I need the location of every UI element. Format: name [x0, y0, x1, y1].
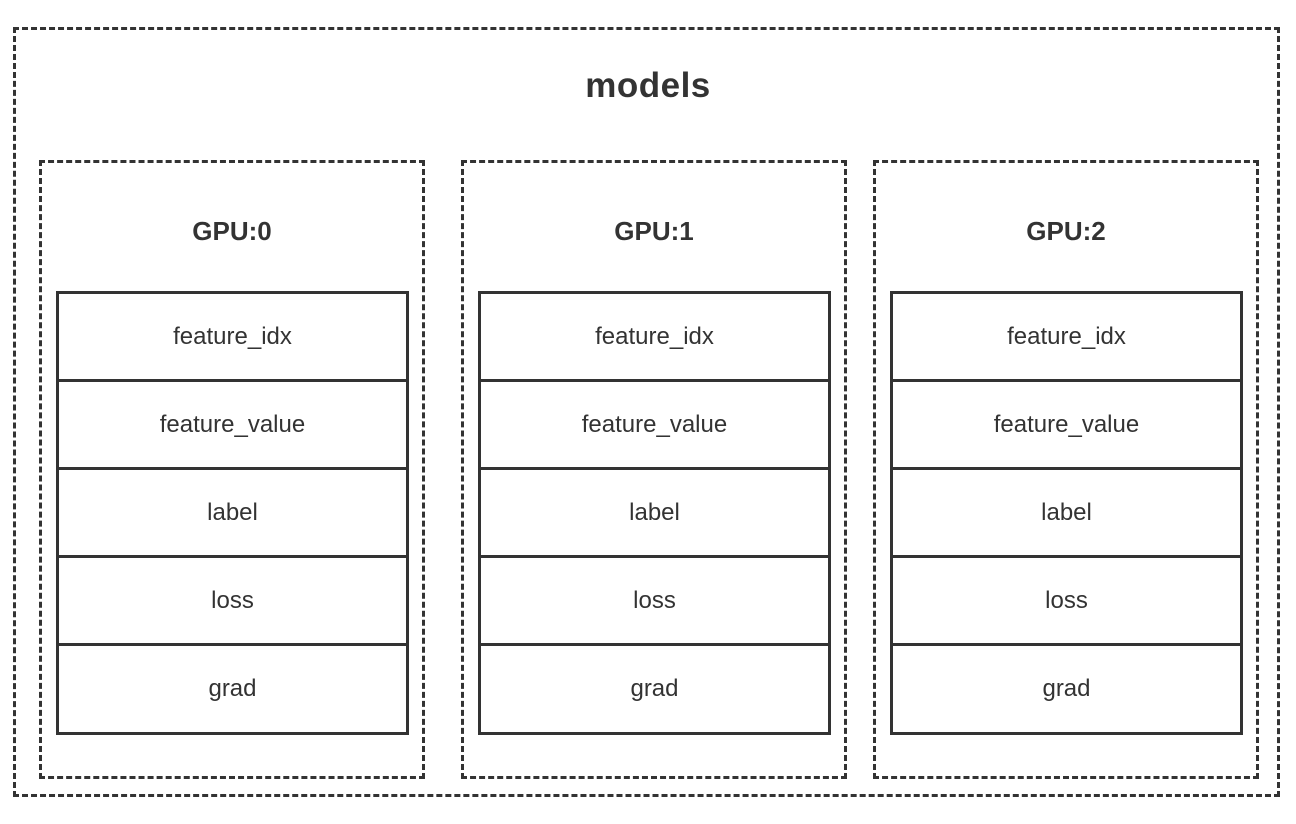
gpu-1-tensor-stack: feature_idx feature_value label loss gra… [478, 291, 831, 735]
gpu-2-container: GPU:2 feature_idx feature_value label lo… [873, 160, 1259, 779]
gpu-0-field-grad: grad [208, 675, 257, 702]
gpu-2-field-grad: grad [1042, 675, 1091, 702]
gpu-1-field-feature-value: feature_value [481, 382, 828, 470]
gpu-0-field-label: label [59, 470, 406, 558]
gpu-0-tensor-stack: feature_idx feature_value label loss gra… [56, 291, 409, 735]
gpu-1-title: GPU:1 [614, 216, 694, 246]
models-title: models [585, 66, 711, 105]
gpu-2-field-feature-idx: feature_idx [893, 294, 1240, 382]
gpu-2-field-loss: loss [893, 558, 1240, 646]
gpu-2-title: GPU:2 [1026, 216, 1106, 246]
gpu-1-field-label: label [481, 470, 828, 558]
gpu-2-field-label: label [893, 470, 1240, 558]
models-container [13, 27, 1280, 797]
gpu-2-tensor-stack: feature_idx feature_value label loss gra… [890, 291, 1243, 735]
gpu-1-container: GPU:1 feature_idx feature_value label lo… [461, 160, 847, 779]
gpu-2-field-feature-value: feature_value [893, 382, 1240, 470]
gpu-1-field-loss: loss [481, 558, 828, 646]
gpu-1-field-feature-idx: feature_idx [481, 294, 828, 382]
gpu-1-field-grad: grad [630, 675, 679, 702]
gpu-0-container: GPU:0 feature_idx feature_value label lo… [39, 160, 425, 779]
gpu-0-field-feature-value: feature_value [59, 382, 406, 470]
gpu-0-field-feature-idx: feature_idx [59, 294, 406, 382]
gpu-0-field-loss: loss [59, 558, 406, 646]
gpu-0-title: GPU:0 [192, 216, 272, 246]
